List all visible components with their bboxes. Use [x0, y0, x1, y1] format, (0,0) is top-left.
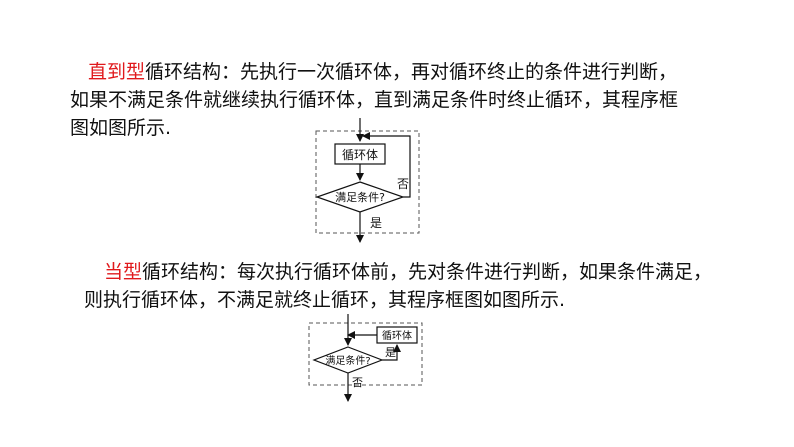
until-loop-keyword: 直到型 — [88, 61, 146, 83]
while-loop-line1: 循环结构：每次执行循环体前，先对条件进行判断，如果条件满足， — [142, 261, 713, 283]
while-dashed-frame — [308, 322, 423, 386]
until-no-loopback-arrow — [362, 132, 411, 198]
until-loop-line1: 循环结构：先执行一次循环体，再对循环终止的条件进行判断， — [145, 61, 678, 83]
until-loop-flowchart: 循环体 满足条件? 否 是 — [315, 118, 420, 243]
while-loop-keyword: 当型 — [104, 261, 143, 283]
until-condition-label: 满足条件? — [335, 190, 385, 204]
while-loop-body-label: 循环体 — [382, 329, 412, 342]
until-no-label: 否 — [397, 177, 409, 191]
while-loop-line2: 则执行循环体，不满足就终止循环，其程序框图如图所示. — [84, 289, 566, 311]
while-yes-to-body-arrow — [382, 344, 401, 361]
while-condition-label: 满足条件? — [325, 354, 370, 367]
while-loop-flowchart: 满足条件? 循环体 是 否 — [308, 314, 423, 402]
until-yes-label: 是 — [370, 216, 382, 230]
until-loop-body-label: 循环体 — [342, 148, 378, 162]
while-loop-paragraph: 当型循环结构：每次执行循环体前，先对条件进行判断，如果条件满足， 则执行循环体，… — [84, 258, 713, 314]
until-loop-paragraph: 直到型循环结构：先执行一次循环体，再对循环终止的条件进行判断， 如果不满足条件就… — [70, 58, 678, 142]
until-dashed-frame — [315, 130, 420, 234]
while-yes-label: 是 — [385, 346, 396, 359]
while-no-label: 否 — [352, 376, 363, 389]
until-loop-line3: 图如图所示. — [70, 117, 172, 139]
until-loop-line2: 如果不满足条件就继续执行循环体，直到满足条件时终止循环，其程序框 — [70, 89, 679, 111]
